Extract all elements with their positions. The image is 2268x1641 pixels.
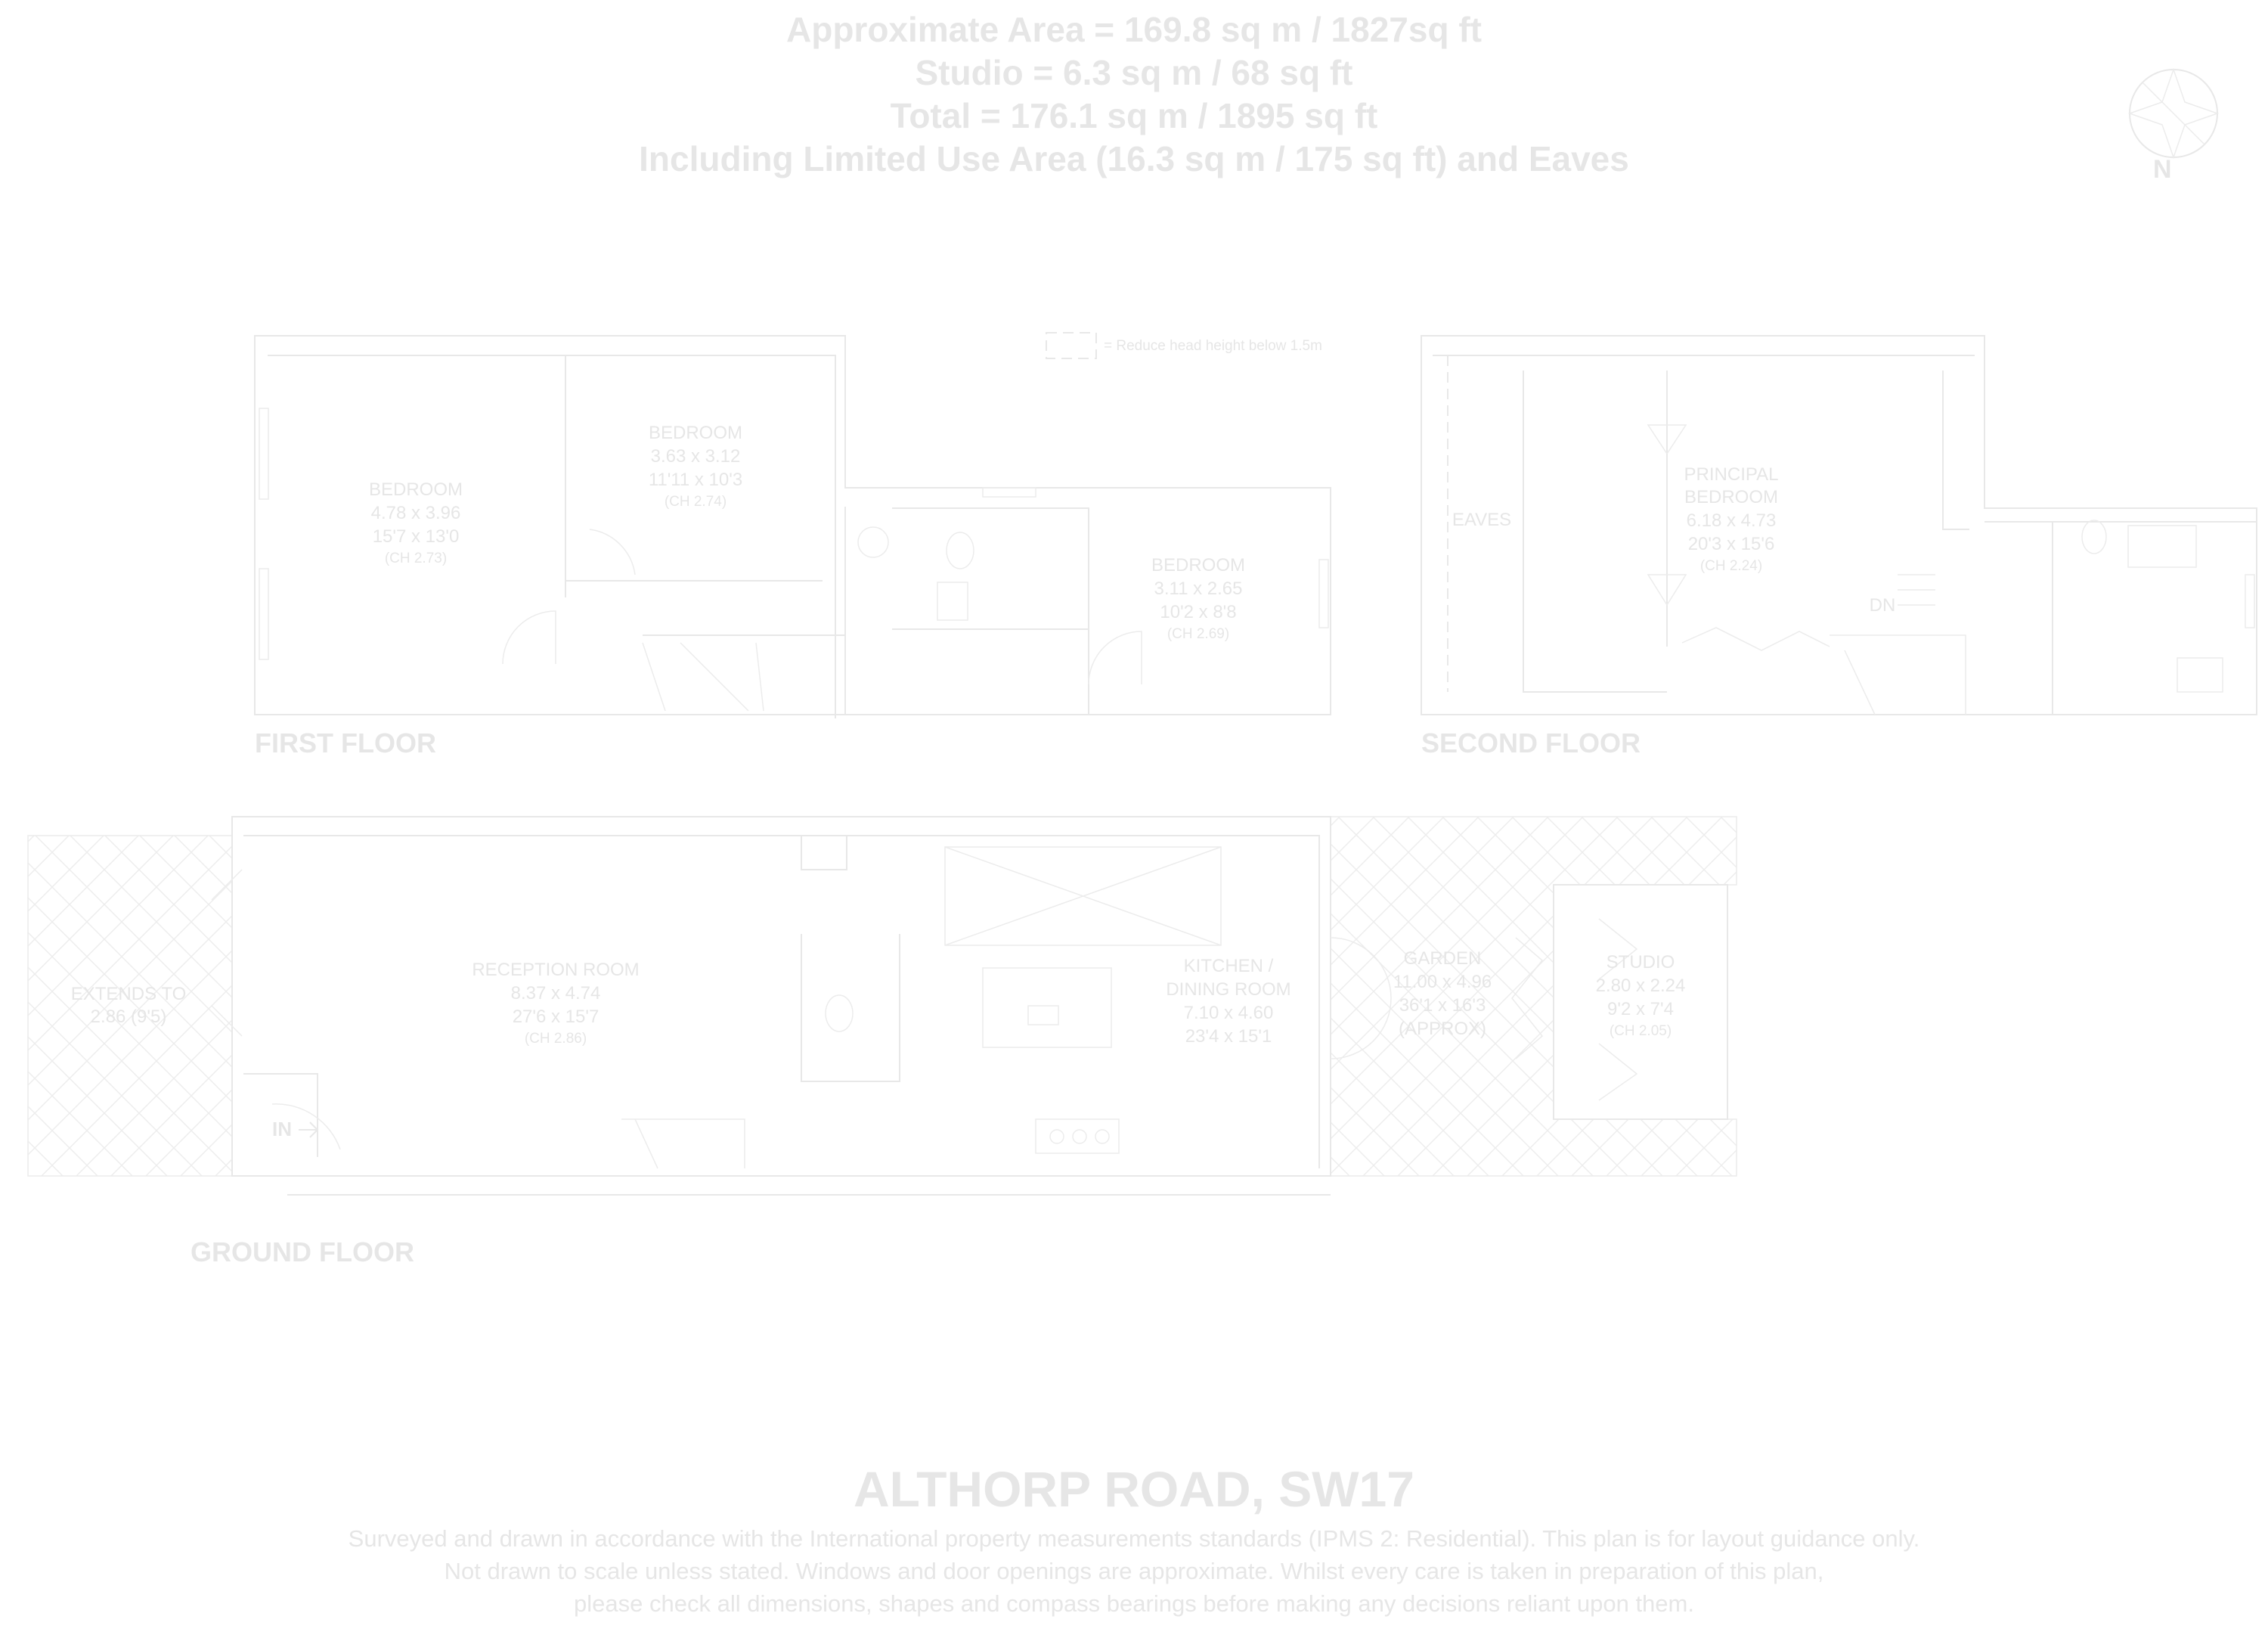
first-bedroom-2-name: BEDROOM [649,423,742,443]
kitchen-metric: 7.10 x 4.60 [1184,1003,1274,1023]
studio-metric: 2.80 x 2.24 [1596,976,1686,996]
principal-bedroom-name-2: BEDROOM [1684,487,1778,507]
area-summary: Approximate Area = 169.8 sq m / 1827sq f… [639,10,1629,178]
first-bedroom-1-metric: 4.78 x 3.96 [371,503,461,523]
reception-room-imperial: 27'6 x 15'7 [513,1007,600,1027]
area-line-1: Approximate Area = 169.8 sq m / 1827sq f… [786,10,1482,49]
kitchen-name-2: DINING ROOM [1166,979,1290,1000]
studio-imperial: 9'2 x 7'4 [1607,999,1674,1019]
area-line-2: Studio = 6.3 sq m / 68 sq ft [916,53,1353,92]
first-bedroom-3-imperial: 10'2 x 8'8 [1160,602,1236,622]
disclaimer-line-2: Not drawn to scale unless stated. Window… [445,1558,1824,1584]
first-bedroom-1-imperial: 15'7 x 13'0 [373,526,460,547]
reception-room-name: RECEPTION ROOM [472,960,639,980]
ground-floor-label: GROUND FLOOR [191,1236,414,1267]
stairs-dn-label: DN [1870,595,1896,616]
reception-room-ceiling: (CH 2.86) [525,1031,587,1047]
ground-floor-plan: EXTENDS TO 2.86 (9'5) IN RECEPTION ROOM … [27,816,1737,1267]
studio-name: STUDIO [1606,952,1675,973]
legend: = Reduce head height below 1.5m [1046,332,1322,359]
area-line-4: Including Limited Use Area (16.3 sq m / … [639,139,1629,178]
kitchen-imperial: 23'4 x 15'1 [1185,1026,1272,1047]
first-bedroom-2-metric: 3.63 x 3.12 [651,446,741,467]
reception-room-metric: 8.37 x 4.74 [511,983,601,1004]
footer: ALTHORP ROAD, SW17 Surveyed and drawn in… [349,1461,1920,1617]
garden-imperial: 36'1 x 16'3 [1399,995,1486,1016]
extends-to-label: EXTENDS TO [71,984,186,1004]
first-floor-plan: BEDROOM 4.78 x 3.96 15'7 x 13'0 (CH 2.73… [254,335,1331,758]
studio-ceiling: (CH 2.05) [1610,1023,1672,1039]
first-bedroom-3-name: BEDROOM [1151,555,1245,575]
first-bedroom-1-name: BEDROOM [369,479,463,500]
legend-text: = Reduce head height below 1.5m [1104,338,1322,354]
first-bedroom-2-imperial: 11'11 x 10'3 [649,470,742,490]
area-line-3: Total = 176.1 sq m / 1895 sq ft [891,96,1378,135]
disclaimer-line-1: Surveyed and drawn in accordance with th… [349,1525,1920,1552]
extends-to-value: 2.86 (9'5) [91,1007,167,1027]
eaves-label: EAVES [1452,510,1511,530]
principal-bedroom-imperial: 20'3 x 15'6 [1688,534,1775,554]
disclaimer-line-3: please check all dimensions, shapes and … [574,1590,1694,1617]
principal-bedroom-metric: 6.18 x 4.73 [1687,510,1777,531]
kitchen-name-1: KITCHEN / [1184,956,1274,976]
garden-metric: 11.00 x 4.96 [1393,972,1492,992]
garden-note: (APPROX) [1399,1019,1486,1039]
second-floor-plan: EAVES DN PRINCIPAL BEDROOM 6.18 x 4.73 2… [1421,335,2257,758]
entrance-arrow-icon [299,1121,319,1138]
first-bedroom-3-metric: 3.11 x 2.65 [1154,579,1243,599]
compass-north-label: N [2153,155,2172,184]
first-bedroom-2-ceiling: (CH 2.74) [665,494,727,510]
second-floor-label: SECOND FLOOR [1421,727,1641,758]
front-garden-area [27,835,233,1177]
first-floor-label: FIRST FLOOR [255,727,436,758]
garden-name: GARDEN [1404,948,1482,969]
property-title: ALTHORP ROAD, SW17 [854,1461,1414,1517]
entrance-in-label: IN [272,1118,292,1140]
first-bedroom-3-ceiling: (CH 2.69) [1167,626,1229,642]
principal-bedroom-name-1: PRINCIPAL [1684,464,1779,485]
compass-icon: N [2127,67,2220,184]
first-bedroom-1-ceiling: (CH 2.73) [385,551,447,566]
principal-bedroom-ceiling: (CH 2.24) [1700,558,1762,574]
